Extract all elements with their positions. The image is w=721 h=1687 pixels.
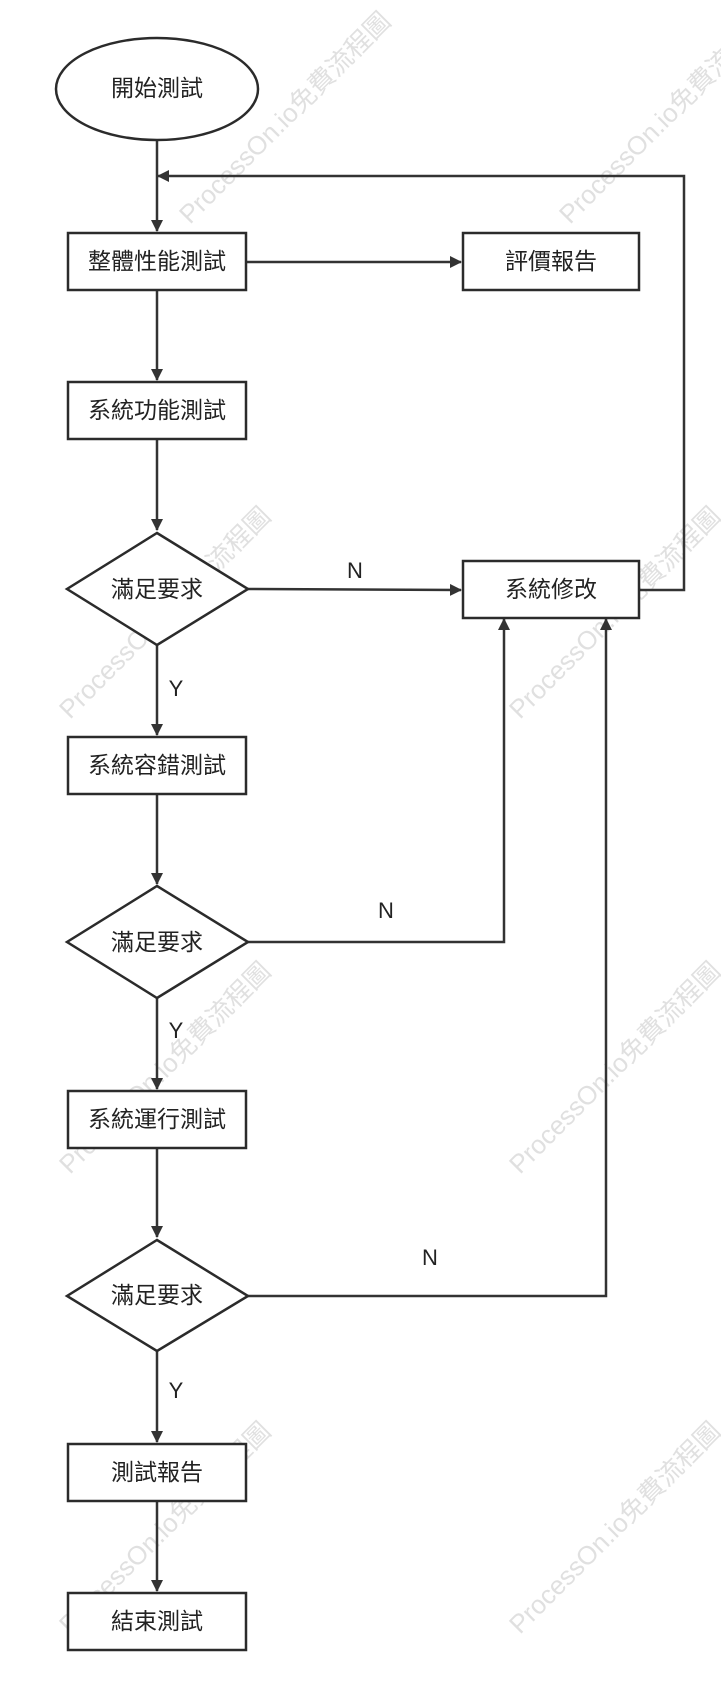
- function-test-node: 系統功能測試: [66, 380, 248, 441]
- decision-1-node: 滿足要求: [64, 531, 251, 647]
- edge-decision3-to-fix: [248, 618, 612, 1298]
- eval-report-label: 評價報告: [505, 249, 597, 275]
- end-node: 結束測試: [66, 1591, 248, 1652]
- operation-test-node: 系統運行測試: [66, 1089, 248, 1150]
- overall-test-node: 整體性能測試: [66, 231, 248, 292]
- overall-test-label: 整體性能測試: [88, 249, 226, 275]
- decision3-yes-label: Y: [169, 1378, 184, 1403]
- watermark-text: ProcessOn.io免費流程圖: [503, 1416, 721, 1640]
- test-report-node: 測試報告: [66, 1442, 248, 1503]
- decision-1-label: 滿足要求: [111, 577, 203, 603]
- fault-tolerance-test-node: 系統容錯測試: [66, 735, 248, 796]
- function-test-label: 系統功能測試: [88, 398, 226, 424]
- decision-3-label: 滿足要求: [111, 1283, 203, 1309]
- decision1-yes-label: Y: [169, 676, 184, 701]
- test-report-label: 測試報告: [111, 1460, 203, 1486]
- operation-test-label: 系統運行測試: [88, 1107, 226, 1133]
- decision-3-node: 滿足要求: [64, 1238, 251, 1353]
- nodes: 開始測試 整體性能測試 評價報告 系統功能測試 滿足要求 系統修改: [54, 36, 641, 1652]
- decision-2-node: 滿足要求: [64, 884, 251, 1000]
- watermark-text: ProcessOn.io免費流程圖: [503, 956, 721, 1180]
- end-node-label: 結束測試: [111, 1609, 203, 1635]
- decision2-yes-label: Y: [169, 1018, 184, 1043]
- eval-report-node: 評價報告: [461, 231, 641, 292]
- system-fix-label: 系統修改: [505, 577, 597, 603]
- start-node: 開始測試: [54, 36, 260, 142]
- system-fix-node: 系統修改: [461, 559, 641, 620]
- decision3-no-label: N: [422, 1245, 438, 1270]
- watermark-text: ProcessOn.io免費流程圖: [553, 6, 721, 230]
- fault-tolerance-test-label: 系統容錯測試: [88, 753, 226, 779]
- edges: [151, 141, 686, 1592]
- edge-decision1-to-fix: [247, 583, 462, 596]
- edge-fix-loop-back: [157, 170, 686, 592]
- decision1-no-label: N: [347, 558, 363, 583]
- decision2-no-label: N: [378, 898, 394, 923]
- edge-decision2-to-fix: [248, 618, 510, 944]
- decision-2-label: 滿足要求: [111, 930, 203, 956]
- start-node-label: 開始測試: [111, 76, 203, 102]
- edge-labels: N Y N Y N Y: [169, 558, 438, 1403]
